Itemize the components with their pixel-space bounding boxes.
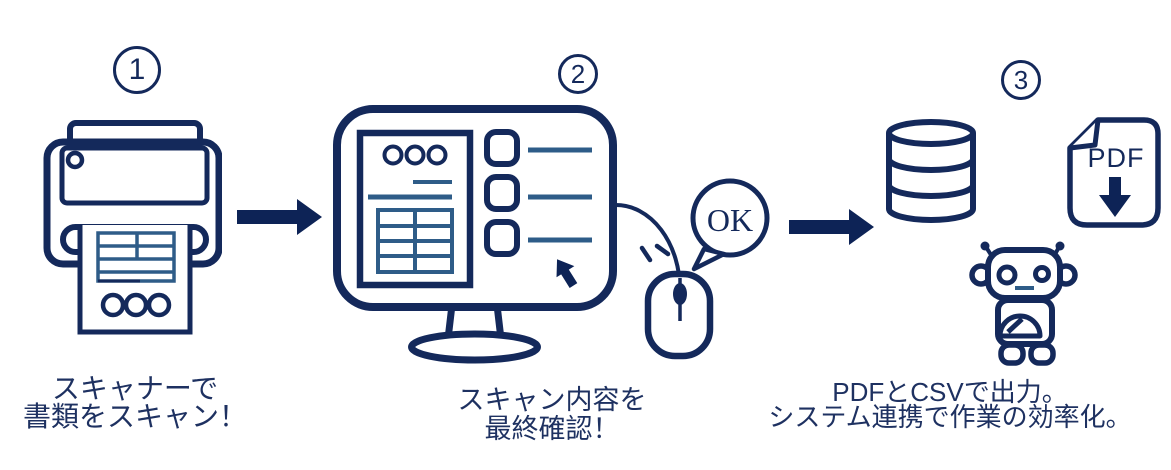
pdf-file-icon: PDF <box>1067 117 1161 228</box>
checkbox <box>484 174 520 212</box>
arrow-step1-to-2 <box>237 199 322 235</box>
scanned-document <box>77 225 193 335</box>
ok-label: OK <box>707 202 753 238</box>
step-3-number: 3 <box>1013 64 1029 95</box>
step-1-caption: スキャナーで 書類をスキャン！ <box>0 375 270 431</box>
cursor-icon <box>556 259 578 288</box>
click-ticks <box>639 243 671 263</box>
document-dots <box>100 292 172 318</box>
step-3-badge: 3 <box>1001 60 1041 100</box>
step-1-number: 1 <box>128 53 146 86</box>
step-2-caption: スキャン内容を 最終確認！ <box>417 386 687 444</box>
step-3-caption: PDFとCSVで出力。 システム連携で作業の効率化。 <box>755 377 1145 432</box>
caption-line: スキャン内容を <box>457 385 647 415</box>
robot-foot <box>998 342 1026 366</box>
caption-line: PDFとCSVで出力。 <box>832 377 1068 407</box>
robot-foot <box>1028 342 1056 366</box>
step-2-number: 2 <box>570 58 586 89</box>
robot-gauge <box>997 313 1043 339</box>
caption-line: スキャナーで <box>51 373 219 404</box>
scanner-icon <box>43 120 222 335</box>
checkbox-list <box>484 129 592 257</box>
monitor-stand <box>408 301 541 364</box>
pdf-label: PDF <box>1088 143 1145 173</box>
checkbox <box>484 129 520 167</box>
screen-document <box>356 129 474 289</box>
monitor-checklist-icon <box>333 105 617 364</box>
mouse-wheel <box>673 283 687 305</box>
caption-line: 最終確認！ <box>484 414 620 444</box>
download-arrow-icon <box>1099 177 1131 217</box>
mouse-and-ok-bubble: OK <box>615 178 770 360</box>
step-2-badge: 2 <box>558 54 598 94</box>
robot-icon <box>969 241 1078 366</box>
mouse-icon <box>644 270 714 360</box>
screen-table <box>376 208 454 274</box>
robot-eye <box>996 264 1018 286</box>
arrow-step2-to-3 <box>789 209 874 245</box>
ok-speech-bubble: OK <box>690 178 770 272</box>
checkbox <box>484 219 520 257</box>
database-icon <box>886 119 976 223</box>
caption-line: システム連携で作業の効率化。 <box>768 402 1132 432</box>
caption-line: 書類をスキャン！ <box>22 401 247 432</box>
robot-eye <box>1033 265 1051 283</box>
step-1-badge: 1 <box>113 46 161 94</box>
